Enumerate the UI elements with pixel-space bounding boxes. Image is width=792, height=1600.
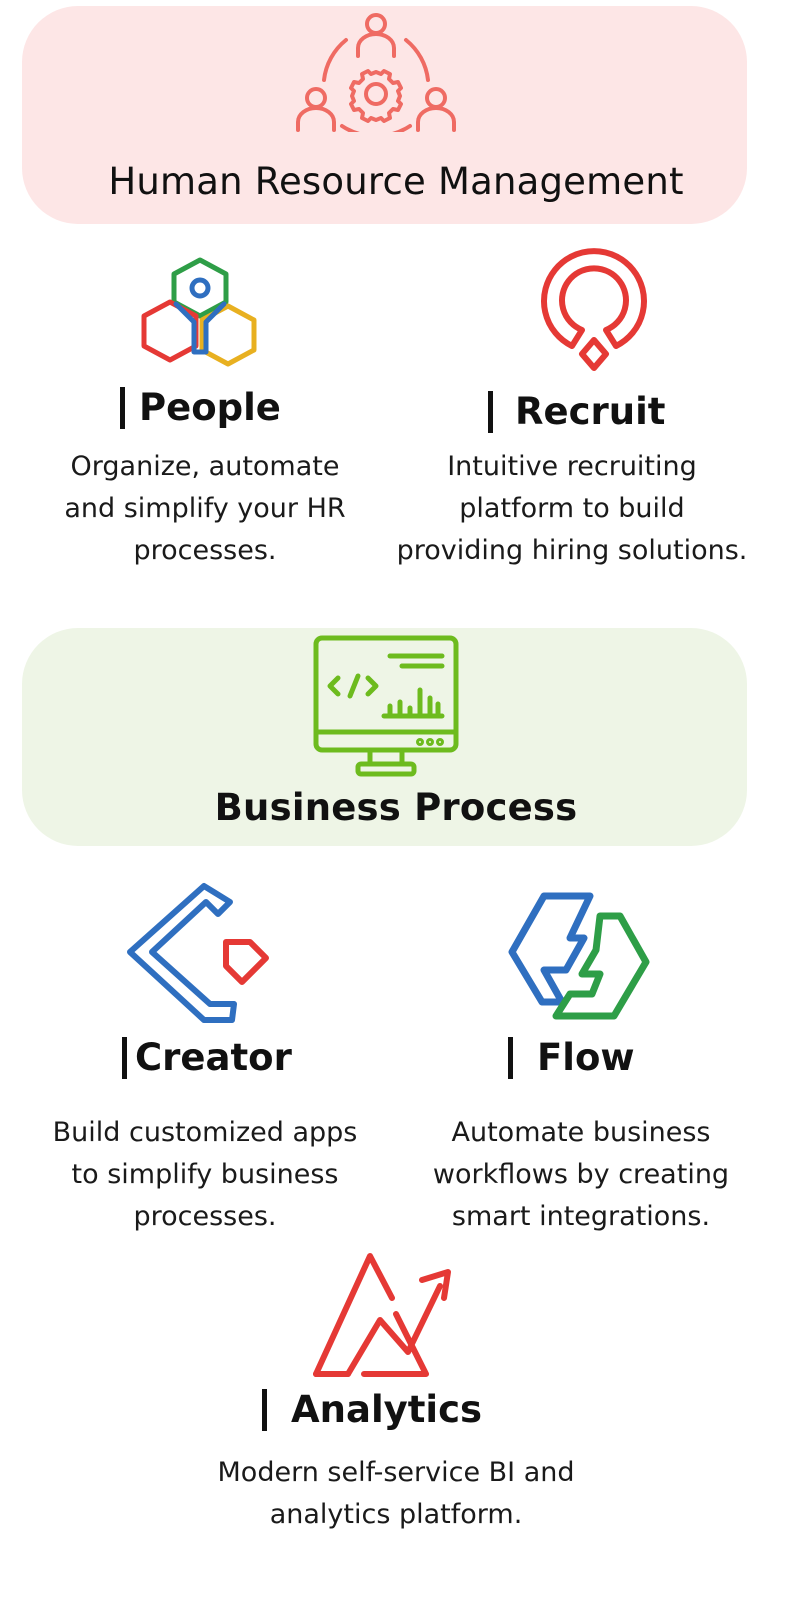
analytics-title: Analytics xyxy=(262,1388,482,1431)
title-bar xyxy=(120,386,125,429)
creator-title-text: Creator xyxy=(135,1036,292,1079)
creator-desc-line: Build customized apps xyxy=(52,1117,358,1148)
hr-management-icon xyxy=(294,10,458,132)
recruit-logo-icon xyxy=(534,248,654,378)
flow-description: Automate business workflows by creating … xyxy=(396,1112,766,1238)
recruit-desc-line: providing hiring solutions. xyxy=(396,535,748,566)
recruit-desc-line: Intuitive recruiting xyxy=(447,451,697,482)
recruit-title: Recruit xyxy=(488,390,665,433)
title-bar xyxy=(488,390,493,433)
analytics-logo-icon xyxy=(312,1250,462,1380)
creator-description: Build customized apps to simplify busine… xyxy=(18,1112,392,1238)
title-bar xyxy=(262,1388,267,1431)
computer-code-icon xyxy=(312,634,462,784)
people-desc-line: and simplify your HR xyxy=(64,493,346,524)
hr-section-title: Human Resource Management xyxy=(108,160,684,203)
title-bar xyxy=(122,1036,127,1079)
flow-desc-line: smart integrations. xyxy=(451,1201,711,1232)
people-title-text: People xyxy=(139,386,281,429)
flow-title-text: Flow xyxy=(537,1036,635,1079)
analytics-desc-line: Modern self-service BI and xyxy=(217,1457,575,1488)
analytics-description: Modern self-service BI and analytics pla… xyxy=(176,1452,616,1536)
people-desc-line: processes. xyxy=(133,535,277,566)
recruit-desc-line: platform to build xyxy=(459,493,685,524)
analytics-desc-line: analytics platform. xyxy=(269,1499,523,1530)
bp-section-panel xyxy=(22,628,747,846)
flow-title: Flow xyxy=(508,1036,635,1079)
title-bar xyxy=(508,1036,513,1079)
creator-desc-line: to simplify business xyxy=(71,1159,339,1190)
recruit-description: Intuitive recruiting platform to build p… xyxy=(372,446,772,572)
creator-desc-line: processes. xyxy=(133,1201,277,1232)
bp-section-title: Business Process xyxy=(214,786,578,829)
creator-logo-icon xyxy=(122,880,278,1026)
flow-desc-line: Automate business xyxy=(451,1117,711,1148)
flow-desc-line: workflows by creating xyxy=(432,1159,730,1190)
hr-section-panel xyxy=(22,6,747,224)
people-desc-line: Organize, automate xyxy=(70,451,340,482)
analytics-title-text: Analytics xyxy=(291,1388,483,1431)
people-title: People xyxy=(120,386,281,429)
flow-logo-icon xyxy=(504,890,654,1022)
people-logo-icon xyxy=(136,256,260,372)
people-description: Organize, automate and simplify your HR … xyxy=(20,446,390,572)
creator-title: Creator xyxy=(122,1036,292,1079)
recruit-title-text: Recruit xyxy=(515,390,666,433)
